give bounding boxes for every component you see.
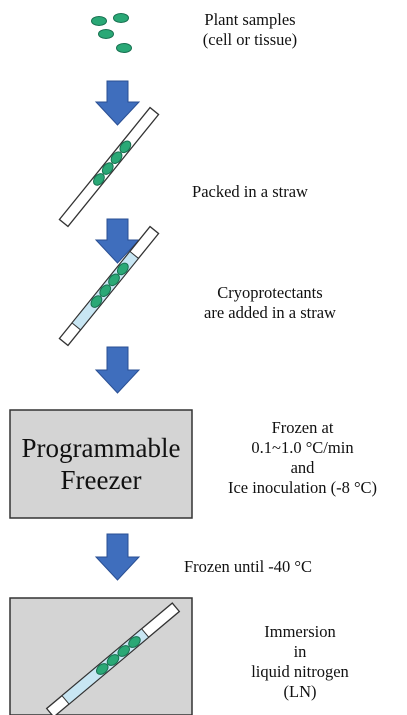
step-5-line-1: Frozen until -40 °C	[183, 557, 313, 576]
step-label-cryoprotectants: Cryoprotectants are added in a straw	[170, 283, 370, 323]
arrow-3	[94, 346, 141, 394]
step-1-line-2: (cell or tissue)	[202, 30, 298, 49]
step-3-line-1: Cryoprotectants	[217, 283, 323, 302]
sample-cell	[101, 162, 114, 175]
sample-cell	[110, 151, 123, 164]
sample-cell	[96, 663, 109, 675]
sample-cell	[113, 13, 129, 23]
sample-cell	[93, 173, 105, 186]
step-label-plant-samples: Plant samples (cell or tissue)	[160, 10, 340, 50]
sample-cell	[128, 636, 141, 648]
step-4-line-2: 0.1~1.0 °C/min	[251, 438, 354, 457]
step-4-line-3: and	[290, 458, 315, 477]
sample-cell	[90, 295, 103, 308]
step-label-frozen-until: Frozen until -40 °C	[158, 557, 338, 577]
arrow-2	[94, 218, 141, 264]
sample-cell	[91, 16, 107, 26]
down-arrow-icon	[94, 533, 141, 581]
step-6-line-2: in	[293, 642, 307, 661]
straw-cryoprotectant	[58, 225, 160, 347]
straw-packed	[58, 106, 160, 228]
freezer-label: Programmable Freezer	[10, 432, 192, 496]
sample-cell	[119, 140, 132, 154]
freezer-line-1: Programmable	[21, 433, 181, 463]
step-6-line-3: liquid nitrogen	[251, 662, 349, 681]
step-label-frozen-at: Frozen at 0.1~1.0 °C/min and Ice inocula…	[200, 418, 405, 498]
arrow-4	[94, 533, 141, 581]
down-arrow-icon	[94, 218, 141, 264]
down-arrow-icon	[94, 80, 141, 126]
step-4-line-4: Ice inoculation (-8 °C)	[227, 478, 378, 497]
sample-cell	[117, 645, 130, 657]
sample-cell	[116, 43, 132, 53]
step-label-immersion: Immersion in liquid nitrogen (LN)	[210, 622, 390, 702]
sample-cell	[98, 29, 114, 39]
sample-cell	[116, 262, 129, 276]
step-4-line-1: Frozen at	[271, 418, 334, 437]
step-2-line-1: Packed in a straw	[192, 182, 308, 201]
freezer-line-2: Freezer	[60, 465, 142, 495]
step-6-line-1: Immersion	[264, 622, 336, 641]
sample-cell	[108, 273, 120, 287]
step-3-line-2: are added in a straw	[204, 303, 336, 322]
down-arrow-icon	[94, 346, 141, 394]
step-6-line-4: (LN)	[283, 682, 317, 701]
arrow-1	[94, 80, 141, 126]
straw-ln	[45, 602, 181, 715]
step-1-line-1: Plant samples	[204, 10, 296, 29]
step-label-packed: Packed in a straw	[160, 182, 340, 202]
sample-cell	[106, 654, 120, 666]
sample-cell	[99, 284, 112, 297]
plant-samples	[91, 13, 132, 53]
freezer-box	[9, 409, 193, 519]
